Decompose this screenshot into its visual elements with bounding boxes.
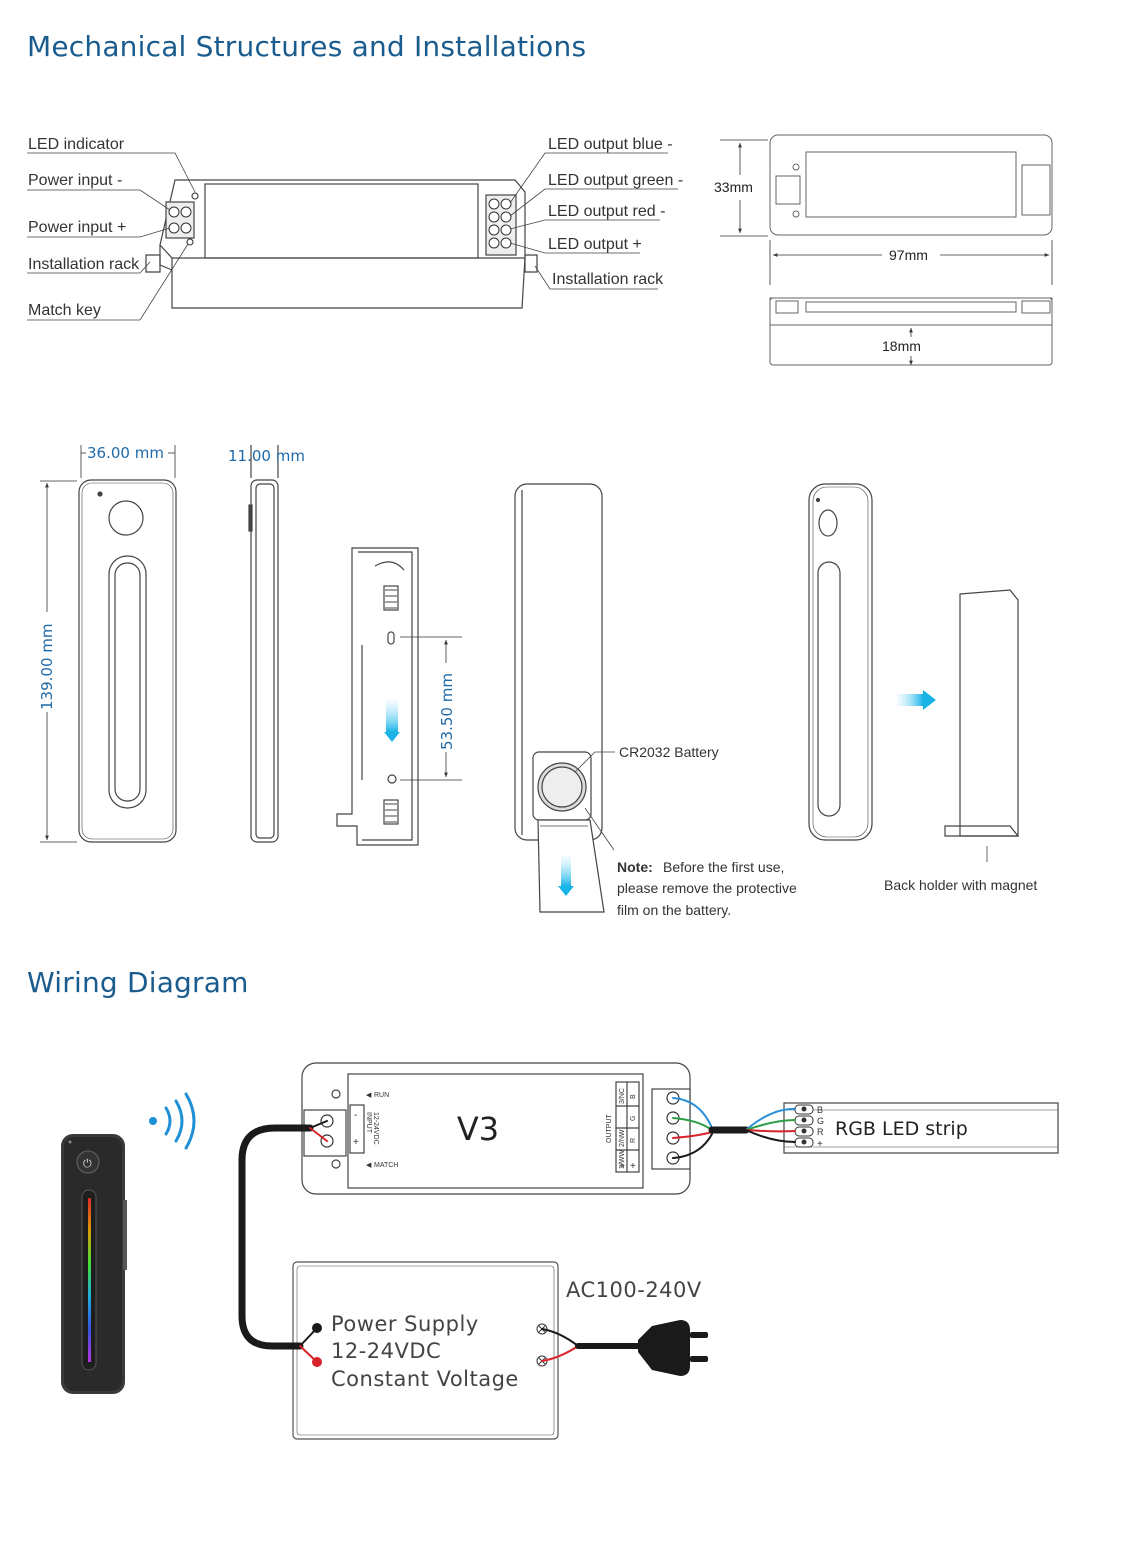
run-arrow-icon: ◀ [366, 1092, 372, 1099]
mechanical-section-title: Mechanical Structures and Installations [27, 30, 587, 63]
run-label: RUN [374, 1092, 389, 1099]
remote-back-plate [336, 547, 419, 846]
led-indicator-label: LED indicator [28, 136, 125, 153]
ac-cable [541, 1328, 643, 1362]
slide-down-arrowhead-icon [384, 732, 400, 742]
controller-dimension-lines [720, 139, 1053, 365]
battery-slide-arrow-icon [561, 856, 571, 886]
rgb-led-strip [783, 1102, 1059, 1154]
controller-height-dimension: 33mm [714, 179, 753, 195]
power-icon: ⏻ [83, 1157, 92, 1170]
back-holder-label: Back holder with magnet [884, 877, 1037, 893]
wiring-section-title: Wiring Diagram [27, 966, 249, 999]
led-output-plus-label: LED output + [548, 236, 642, 253]
controller-thickness-dimension: 18mm [882, 338, 921, 354]
remote-height-dimension: 139.00 mm [38, 624, 56, 710]
battery-note-line3: film on the battery. [617, 902, 731, 918]
battery-slide-arrowhead-icon [558, 886, 574, 896]
rgb-cable [672, 1097, 796, 1159]
output-b-label: B [630, 1094, 637, 1099]
slide-down-arrow-icon [386, 700, 398, 732]
strip-g-label: G [817, 1116, 824, 1126]
battery-label: CR2032 Battery [619, 744, 719, 760]
hole-spacing-dimension-lines [400, 636, 462, 781]
match-label: MATCH [374, 1162, 398, 1169]
psu-line2: 12-24VDC [331, 1339, 441, 1363]
power-supply-box [292, 1261, 559, 1440]
psu-line3: Constant Voltage [331, 1367, 519, 1391]
remote-back-hatching [385, 589, 397, 823]
wiring-remote [61, 1134, 127, 1394]
strip-b-label: B [817, 1105, 823, 1115]
output-label: OUTPUT [606, 1114, 613, 1144]
input-plus-label: + [353, 1137, 359, 1148]
attach-arrow-icon [897, 694, 923, 706]
v3-device-name: V3 [457, 1110, 499, 1148]
output-plus-label-1: + [619, 1161, 625, 1172]
remote-front-dimensions [40, 445, 176, 843]
strip-plus-label: + [817, 1139, 823, 1150]
input-label: INPUT [365, 1112, 372, 1134]
remote-side-view [248, 445, 279, 843]
output-r-label: R [630, 1138, 637, 1143]
input-minus-label: - [354, 1110, 357, 1121]
dc-cable [238, 1120, 328, 1363]
controller-leader-lines [27, 152, 678, 321]
match-arrow-icon: ◀ [366, 1162, 372, 1169]
led-output-green-label: LED output green - [548, 172, 683, 189]
led-output-red-label: LED output red - [548, 203, 665, 220]
battery-note-line1: Before the first use, [663, 859, 784, 875]
controller-top-view [769, 134, 1053, 236]
strip-pads [794, 1104, 814, 1148]
input-voltage-label: 12-24VDC [372, 1112, 379, 1145]
wireless-signal-icon [149, 1092, 196, 1150]
remote-battery-view [514, 483, 605, 913]
output-3-label: 3/NC [619, 1088, 626, 1104]
remote-depth-dimension: 11.00 mm [228, 447, 305, 465]
attach-arrowhead-icon [923, 690, 936, 710]
power-input-minus-label: Power input - [28, 172, 122, 189]
installation-rack-right-label: Installation rack [552, 271, 664, 288]
remote-width-dimension: 36.00 mm [87, 444, 164, 462]
strip-label: RGB LED strip [835, 1118, 968, 1140]
remote-side-perspective [808, 483, 873, 841]
controller-terminals [168, 198, 512, 249]
match-key-label: Match key [28, 302, 101, 319]
output-1-label: 1/WW [619, 1150, 626, 1169]
ac-voltage-label: AC100-240V [566, 1278, 702, 1302]
output-g-label: G [630, 1116, 637, 1121]
back-holder-drawing [944, 589, 1020, 862]
output-2-label: 2/NW [619, 1129, 626, 1147]
installation-rack-left-label: Installation rack [28, 256, 140, 273]
psu-line1: Power Supply [331, 1312, 479, 1336]
strip-r-label: R [817, 1127, 824, 1137]
led-output-blue-label: LED output blue - [548, 136, 673, 153]
battery-leader-lines [574, 751, 615, 851]
battery-note-line2: please remove the protective [617, 880, 797, 896]
controller-perspective [145, 179, 538, 309]
battery-note-bold: Note: [617, 859, 653, 875]
controller-length-dimension: 97mm [889, 247, 928, 263]
ac-plug-icon [638, 1320, 708, 1376]
remote-front-view [78, 479, 177, 843]
power-input-plus-label: Power input + [28, 219, 126, 236]
output-plus-label-2: + [630, 1161, 636, 1172]
hole-spacing-dimension: 53.50 mm [438, 673, 456, 750]
